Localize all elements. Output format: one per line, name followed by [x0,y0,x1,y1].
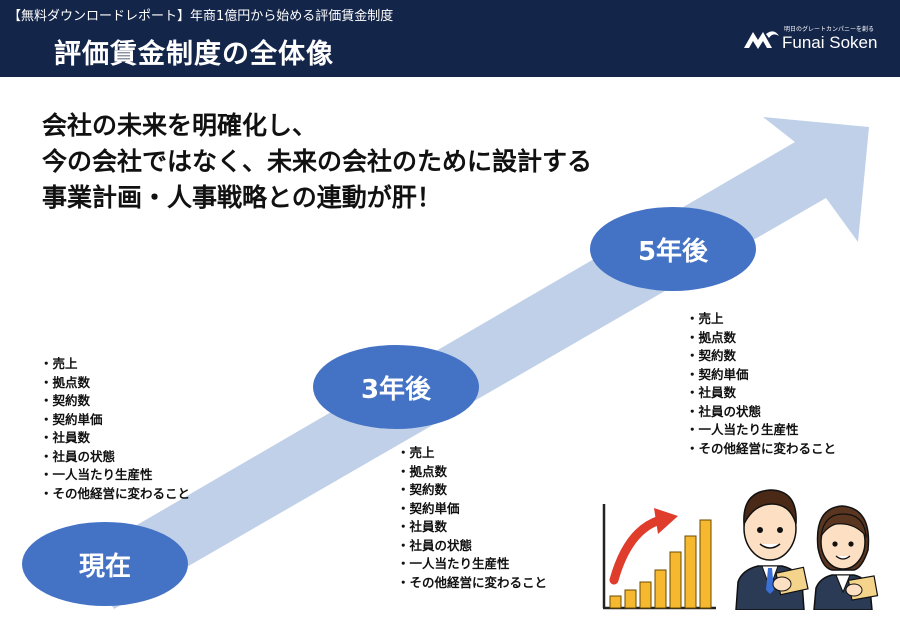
metric-item: ・契約単価 [40,411,103,427]
stage-now: 現在 [22,522,188,606]
business-people-icon [735,489,879,610]
metric-item: ・契約数 [397,482,448,497]
metric-item: ・一人当たり生産性 [40,467,153,482]
stage-5-years: 5年後 [590,207,756,291]
metric-item: ・契約数 [40,393,91,408]
metrics-list-5-years: ・売上 ・拠点数 ・契約数 ・契約単価 ・社員数 ・社員の状態 ・一人当たり生産… [686,310,836,458]
metric-item: ・契約数 [686,348,737,363]
metric-item: ・社員の状態 [40,448,116,464]
metrics-list-3-years: ・売上 ・拠点数 ・契約数 ・契約単価 ・社員数 ・社員の状態 ・一人当たり生産… [397,444,547,592]
funai-logo-icon [744,31,779,49]
headline-line-3: 事業計画・人事戦略との連動が肝！ [42,183,442,212]
report-subtitle: 【無料ダウンロードレポート】年商1億円から始める評価賃金制度 [8,9,394,24]
metric-item: ・契約単価 [686,366,749,382]
stage-3-years: 3年後 [313,345,479,429]
metric-item: ・売上 [397,445,435,460]
logo-name: Funai Soken [782,33,878,52]
headline: 会社の未来を明確化し、 今の会社ではなく、未来の会社のために設計する 事業計画・… [42,108,592,216]
page-title: 評価賃金制度の全体像 [54,39,334,70]
logo-tagline: 明日のグレートカンパニーを創る [784,26,875,33]
headline-line-1: 会社の未来を明確化し、 [42,111,318,140]
metric-item: ・社員数 [397,519,448,534]
metric-item: ・社員数 [686,385,737,400]
metric-item: ・拠点数 [397,463,448,479]
company-logo[interactable]: 明日のグレートカンパニーを創る Funai Soken [742,24,892,56]
metric-item: ・売上 [686,311,724,326]
metric-item: ・一人当たり生産性 [397,556,510,571]
metrics-list-now: ・売上 ・拠点数 ・契約数 ・契約単価 ・社員数 ・社員の状態 ・一人当たり生産… [40,355,190,503]
metric-item: ・社員数 [40,430,91,445]
metric-item: ・その他経営に変わること [686,440,837,456]
metric-item: ・拠点数 [40,374,91,390]
headline-line-2: 今の会社ではなく、未来の会社のために設計する [42,147,593,176]
metric-item: ・契約単価 [397,500,460,516]
growth-chart-icon [602,504,716,610]
metric-item: ・その他経営に変わること [40,485,191,501]
metric-item: ・一人当たり生産性 [686,422,799,437]
metric-item: ・拠点数 [686,329,737,345]
metric-item: ・その他経営に変わること [397,574,548,590]
metric-item: ・社員の状態 [686,403,762,419]
header-bar: 【無料ダウンロードレポート】年商1億円から始める評価賃金制度 評価賃金制度の全体… [0,0,900,77]
metric-item: ・社員の状態 [397,537,473,553]
metric-item: ・売上 [40,356,78,371]
